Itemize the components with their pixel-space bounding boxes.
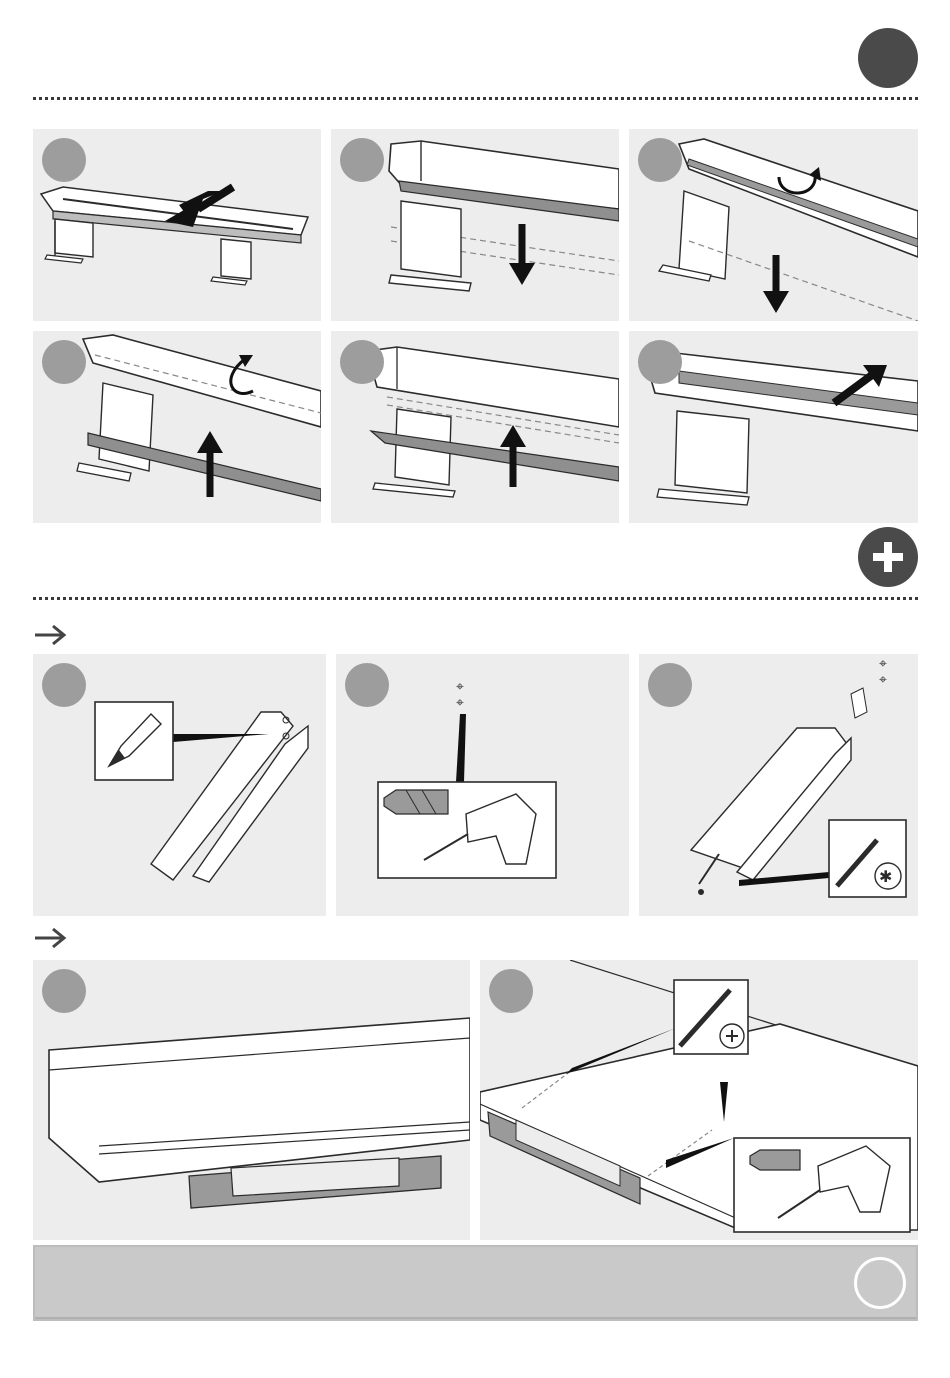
panel-mount-2 bbox=[331, 129, 619, 321]
arrow-right-icon bbox=[33, 623, 69, 647]
panel-mount-5 bbox=[331, 331, 619, 523]
divider-top bbox=[33, 97, 918, 100]
panel-mount-3 bbox=[629, 129, 918, 321]
step-badge-a2 bbox=[345, 663, 389, 707]
arrow-right-icon bbox=[33, 926, 69, 950]
panel-mount-4 bbox=[33, 331, 321, 523]
illustration-fix-bracket bbox=[480, 960, 918, 1240]
plus-icon bbox=[858, 527, 918, 587]
divider-options bbox=[33, 597, 918, 600]
step-badge-a3 bbox=[648, 663, 692, 707]
footer-bar bbox=[33, 1245, 918, 1321]
panel-option-a2: ⌖ ⌖ bbox=[336, 654, 629, 916]
illustration-bracket-under-shelf bbox=[33, 960, 470, 1240]
panel-option-a3: ⌖ ⌖ ✱ bbox=[639, 654, 918, 916]
step-badge-b2 bbox=[489, 969, 533, 1013]
svg-text:⌖: ⌖ bbox=[879, 672, 887, 688]
panel-option-b2 bbox=[480, 960, 918, 1240]
step-badge-6 bbox=[638, 340, 682, 384]
step-badge-3 bbox=[638, 138, 682, 182]
panel-mount-1 bbox=[33, 129, 321, 321]
svg-text:⌖: ⌖ bbox=[456, 679, 464, 695]
step-badge-b1 bbox=[42, 969, 86, 1013]
svg-text:✱: ✱ bbox=[879, 867, 892, 886]
panel-option-a1 bbox=[33, 654, 326, 916]
ring-icon bbox=[854, 1257, 906, 1309]
step-badge-2 bbox=[340, 138, 384, 182]
step-badge-5 bbox=[340, 340, 384, 384]
step-badge-1 bbox=[42, 138, 86, 182]
drill-bit-icon bbox=[384, 790, 448, 814]
header-badge-icon bbox=[858, 28, 918, 88]
panel-mount-6 bbox=[629, 331, 918, 523]
step-badge-a1 bbox=[42, 663, 86, 707]
panel-option-b1 bbox=[33, 960, 470, 1240]
drill-bit-icon bbox=[750, 1150, 800, 1170]
svg-text:⌖: ⌖ bbox=[879, 656, 887, 672]
svg-text:⌖: ⌖ bbox=[456, 695, 464, 711]
step-badge-4 bbox=[42, 340, 86, 384]
